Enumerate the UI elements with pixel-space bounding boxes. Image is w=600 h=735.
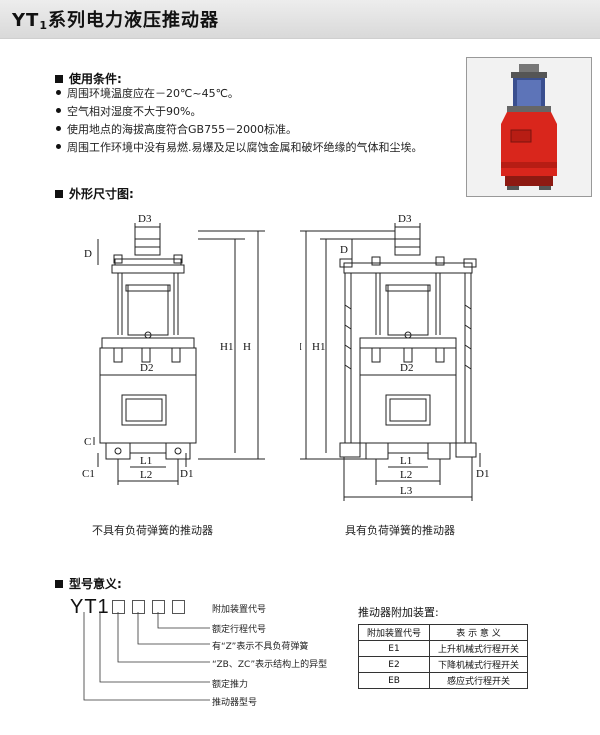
table-cell: EB <box>358 672 430 689</box>
legend-item: 附加装置代号 <box>212 605 267 615</box>
label-d1: D1 <box>476 468 489 480</box>
legend-item: 有“Z”表示不具负荷弹簧 <box>212 642 309 652</box>
model-leader-lines <box>83 612 210 701</box>
table-row: E1 上升机械式行程开关 <box>358 640 528 657</box>
caption-with-spring: 具有负荷弹簧的推动器 <box>345 524 455 537</box>
legend-item: 额定推力 <box>212 680 249 690</box>
thruster-photo-illustration <box>467 58 591 196</box>
label-d3: D3 <box>398 213 412 225</box>
label-l2: L2 <box>140 469 152 481</box>
label-d3: D3 <box>138 213 152 225</box>
model-code: YT1 <box>70 596 110 618</box>
table-row: EB 感应式行程开关 <box>358 672 528 689</box>
dot-bullet-icon <box>56 126 61 131</box>
table-cell: E1 <box>358 640 430 657</box>
page-title: YT1系列电力液压推动器 <box>12 10 219 32</box>
label-l3: L3 <box>400 485 413 497</box>
code-slot-box <box>172 600 185 614</box>
label-l1: L1 <box>140 455 152 467</box>
square-bullet-icon <box>55 580 63 588</box>
label-d2: D2 <box>400 362 413 374</box>
list-item: 周围工作环境中没有易燃.易爆及足以腐蚀金属和破坏绝缘的气体和尘埃。 <box>56 139 423 157</box>
list-item: 空气相对湿度不大于90%。 <box>56 103 423 121</box>
dot-bullet-icon <box>56 144 61 149</box>
label-h: H <box>300 341 302 353</box>
table-cell: 感应式行程开关 <box>429 672 528 689</box>
caption-without-spring: 不具有负荷弹簧的推动器 <box>92 524 213 537</box>
code-slot-box <box>112 600 125 614</box>
label-l1: L1 <box>400 455 412 467</box>
conditions-heading: 使用条件: <box>55 70 122 87</box>
table-row: E2 下降机械式行程开关 <box>358 656 528 673</box>
table-cell: E2 <box>358 656 430 673</box>
list-item: 周围环境温度应在－20℃~45℃。 <box>56 85 423 103</box>
table-header-cell: 附加装置代号 <box>358 624 430 641</box>
model-heading: 型号意义: <box>55 575 122 592</box>
code-slot-box <box>152 600 165 614</box>
legend-item: “ZB、ZC”表示结构上的异型 <box>212 660 328 670</box>
legend-item: 额定行程代号 <box>212 625 267 635</box>
table-cell: 上升机械式行程开关 <box>429 640 528 657</box>
square-bullet-icon <box>55 75 63 83</box>
table-cell: 下降机械式行程开关 <box>429 656 528 673</box>
list-item: 使用地点的海拔高度符合GB755－2000标准。 <box>56 121 423 139</box>
accessory-title: 推动器附加装置: <box>358 606 439 619</box>
label-c: C <box>84 436 91 448</box>
table-header-cell: 表 示 意 义 <box>429 624 528 641</box>
label-d: D <box>340 244 348 256</box>
header-bar <box>0 0 600 39</box>
label-c1: C1 <box>82 468 95 480</box>
dot-bullet-icon <box>56 90 61 95</box>
conditions-list: 周围环境温度应在－20℃~45℃。 空气相对湿度不大于90%。 使用地点的海拔高… <box>56 85 423 157</box>
accessory-table: 附加装置代号 表 示 意 义 E1 上升机械式行程开关 E2 下降机械式行程开关… <box>358 624 528 689</box>
legend-item: 推动器型号 <box>212 698 258 708</box>
label-d: D <box>84 248 92 260</box>
drawing-with-spring: D3 D2 D H H1 L1 L2 L3 D1 <box>300 213 489 501</box>
label-h1: H1 <box>220 341 233 353</box>
label-d2: D2 <box>140 362 153 374</box>
label-h: H <box>243 341 251 353</box>
label-h1: H1 <box>312 341 325 353</box>
label-d1: D1 <box>180 468 193 480</box>
code-slot-box <box>132 600 145 614</box>
drawing-without-spring: D3 D2 D H1 H C C1 L1 L2 D1 <box>82 213 265 485</box>
dimensions-heading: 外形尺寸图: <box>55 185 134 202</box>
label-l2: L2 <box>400 469 412 481</box>
dot-bullet-icon <box>56 108 61 113</box>
product-photo <box>466 57 592 197</box>
square-bullet-icon <box>55 190 63 198</box>
table-row: 附加装置代号 表 示 意 义 <box>358 624 528 641</box>
